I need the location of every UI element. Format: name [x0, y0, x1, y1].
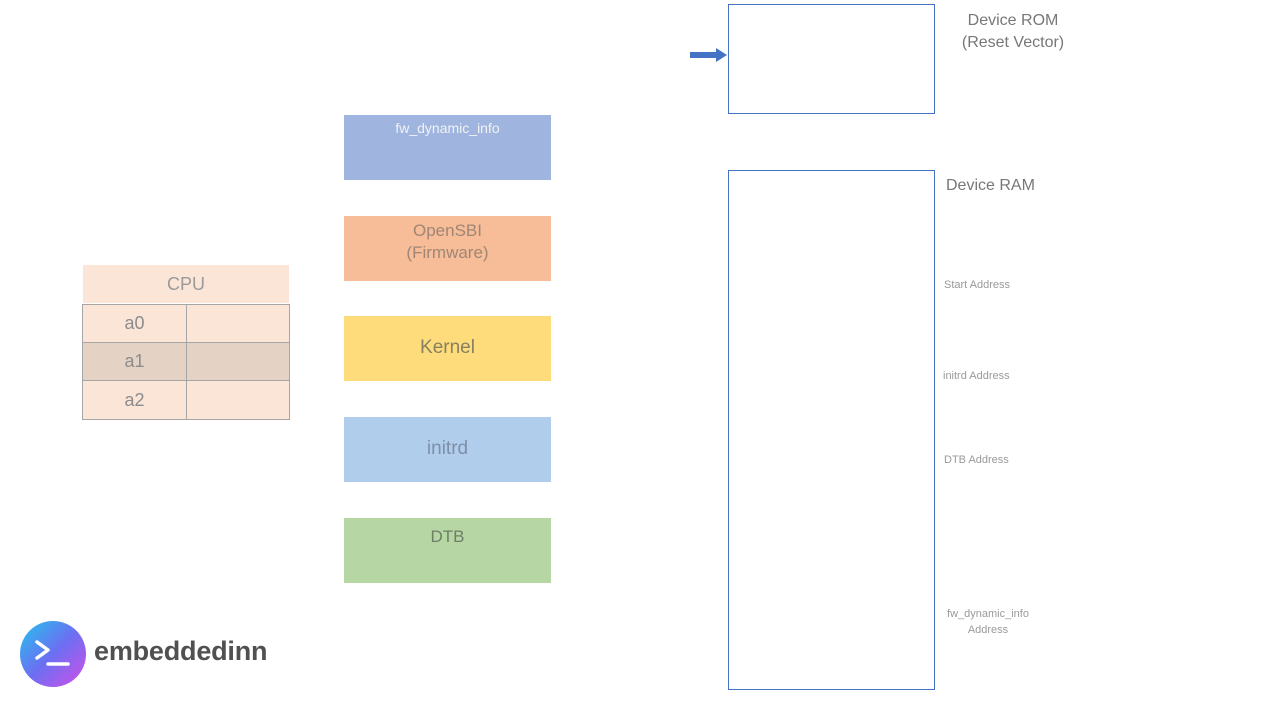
cpu-register-table: a0 a1 a2	[82, 304, 290, 420]
block-opensbi-label: OpenSBI	[413, 221, 482, 240]
start-address-label: Start Address	[944, 279, 1011, 291]
block-fw-dynamic-info: fw_dynamic_info	[344, 115, 551, 180]
dtb-address-label: DTB Address	[944, 454, 1009, 466]
block-opensbi-sublabel: (Firmware)	[406, 243, 489, 263]
reset-vector-arrow-icon	[690, 48, 727, 62]
logo-glyph-icon	[35, 640, 70, 666]
block-dtb: DTB	[344, 518, 551, 583]
fw-dynamic-info-address-label: fw_dynamic_info Address	[936, 606, 1040, 638]
device-rom-subtitle: (Reset Vector)	[961, 34, 1065, 51]
register-name-a2: a2	[83, 381, 187, 419]
brand-name: embeddedinn	[94, 636, 268, 666]
register-name-a1: a1	[83, 343, 187, 381]
register-value-a2	[187, 381, 289, 419]
terminal-prompt-icon	[20, 621, 86, 687]
fw-address-line2: Address	[967, 624, 1009, 636]
block-kernel: Kernel	[344, 316, 551, 381]
device-rom-label: Device ROM (Reset Vector)	[946, 10, 1080, 54]
fw-address-line1: fw_dynamic_info	[947, 608, 1029, 620]
register-value-a0	[187, 305, 289, 343]
block-kernel-label: Kernel	[420, 337, 475, 359]
block-opensbi: OpenSBI (Firmware)	[344, 216, 551, 281]
block-fw-dynamic-info-label: fw_dynamic_info	[395, 120, 500, 136]
register-value-a1	[187, 343, 289, 381]
block-initrd-label: initrd	[426, 438, 469, 460]
block-dtb-label: DTB	[430, 527, 465, 546]
device-ram-box	[728, 170, 935, 690]
register-name-a0: a0	[83, 305, 187, 343]
block-initrd: initrd	[344, 417, 551, 482]
initrd-address-label: initrd Address	[943, 370, 1010, 382]
device-ram-label: Device RAM	[946, 177, 1035, 194]
device-rom-box	[728, 4, 935, 114]
cpu-title: CPU	[83, 265, 289, 303]
device-rom-title: Device ROM	[967, 12, 1059, 29]
